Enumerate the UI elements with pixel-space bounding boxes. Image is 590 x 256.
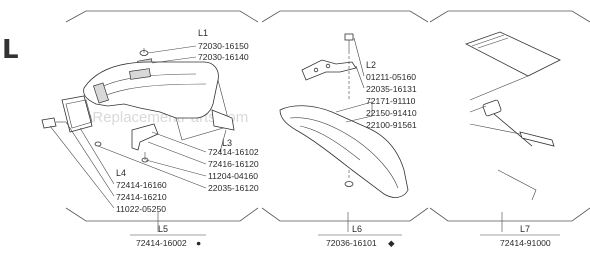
part-number: 72414-16002 [136, 238, 187, 248]
section-label-L7: L7 [520, 224, 530, 234]
labels-L5: L5 72414-16002 ● [130, 224, 206, 248]
frame-middle [261, 10, 429, 222]
section-label-L6: L6 [352, 224, 362, 234]
assembly-symbol-diamond: ◆ [388, 238, 395, 248]
tools-drawing [464, 31, 561, 201]
labels-L2: L2 01211-05160 22035-16131 72171-91110 2… [366, 60, 417, 130]
labels-L3: L3 72414-16102 72416-16120 11204-04160 2… [208, 138, 259, 193]
labels-L1: L1 72030-16150 72030-16140 [198, 28, 249, 62]
part-number: 22100-91561 [366, 120, 417, 130]
labels-L6: L6 72036-16101 ◆ [318, 224, 402, 248]
section-label-L1: L1 [198, 28, 208, 38]
part-number: 22035-16120 [208, 183, 259, 193]
part-number: 72416-16120 [208, 159, 259, 169]
frame-left [65, 10, 259, 222]
section-label-L2: L2 [366, 60, 376, 70]
assembly-symbol-circle: ● [196, 238, 201, 248]
part-number: 72030-16150 [198, 41, 249, 51]
labels-L4: L4 72414-16160 72414-16210 11022-05250 [116, 168, 167, 214]
frame-right [429, 10, 590, 222]
guard-cover-drawing [41, 48, 235, 163]
part-number: 72036-16101 [326, 238, 377, 248]
part-number: 11204-04160 [208, 171, 258, 181]
labels-L7: L7 72414-91000 [480, 224, 560, 248]
section-label-L4: L4 [116, 168, 126, 178]
page-letter: L [2, 35, 19, 65]
shroud-drawing [279, 33, 409, 198]
leader-lines [49, 37, 529, 232]
part-number: 22150-91410 [366, 108, 417, 118]
part-number: 11022-05250 [116, 204, 166, 214]
part-number: 72414-91000 [500, 238, 551, 248]
part-number: 72414-16210 [116, 192, 167, 202]
section-label-L5: L5 [158, 224, 168, 234]
part-number: 01211-05160 [366, 72, 416, 82]
part-number: 22035-16131 [366, 84, 417, 94]
section-label-L3: L3 [222, 138, 232, 148]
part-number: 72030-16140 [198, 52, 249, 62]
part-number: 72171-91110 [366, 96, 416, 106]
part-number: 72414-16102 [208, 147, 259, 157]
part-number: 72414-16160 [116, 180, 167, 190]
